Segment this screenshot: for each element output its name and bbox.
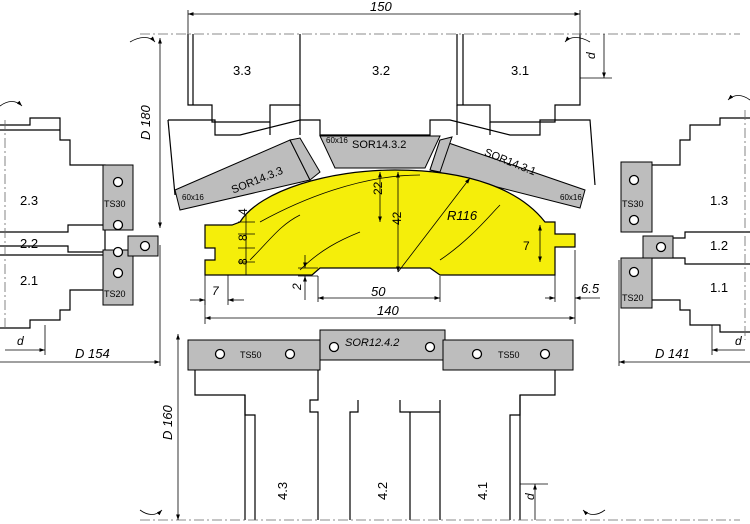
dim-150: 150	[370, 0, 392, 14]
knife-sor-right	[429, 136, 586, 209]
label-sor-center: SOR14.3.2	[352, 139, 406, 151]
label-tool-1-1: 1.1	[710, 280, 728, 295]
dim-2: 2	[290, 283, 304, 291]
dim-D160: D 160	[160, 405, 175, 440]
label-tool-2-2: 2.2	[20, 236, 38, 251]
right-cutter-head	[652, 110, 750, 340]
dim-d-left: d	[17, 334, 24, 348]
dim-7-right: 7	[523, 239, 530, 253]
dim-4: 4	[236, 208, 250, 215]
dim-d-top: d	[584, 52, 598, 59]
label-ts30-right: TS30	[622, 199, 644, 209]
top-cutter-head	[140, 33, 740, 196]
dim-50: 50	[371, 284, 386, 299]
dim-22: 22	[371, 181, 385, 195]
workpiece	[204, 169, 576, 276]
dim-R116: R116	[447, 208, 478, 223]
label-ts20-left: TS20	[104, 289, 126, 299]
label-tool-1-3: 1.3	[710, 193, 728, 208]
label-size-right: 60x16	[560, 193, 582, 202]
label-ts30-left: TS30	[104, 199, 126, 209]
dimension-lines	[0, 10, 750, 520]
label-tool-3-1: 3.1	[511, 63, 529, 78]
tool-labels: 3.3 3.2 3.1 2.3 2.2 2.1 1.3 1.2 1.1 4.3 …	[20, 63, 728, 500]
label-ts50-left: TS50	[240, 350, 262, 360]
label-tool-3-3: 3.3	[233, 63, 251, 78]
label-tool-2-1: 2.1	[20, 273, 38, 288]
dim-6-5: 6.5	[581, 281, 600, 296]
dim-8b: 8	[236, 258, 250, 265]
label-sor-bottom: SOR12.4.2	[345, 337, 399, 349]
dim-D180: D 180	[138, 105, 153, 140]
rotation-arrow-icon	[0, 36, 750, 516]
label-tool-4-1: 4.1	[475, 482, 490, 500]
dim-7-left: 7	[212, 284, 220, 298]
knife-sor-left	[174, 137, 321, 211]
label-tool-4-3: 4.3	[275, 482, 290, 500]
dim-140: 140	[377, 303, 399, 318]
label-tool-1-2: 1.2	[710, 238, 728, 253]
knife-ts-left	[102, 164, 159, 306]
label-size-left: 60x16	[182, 193, 204, 202]
label-tool-2-3: 2.3	[20, 193, 38, 208]
left-cutter-head	[0, 117, 106, 330]
label-ts20-right: TS20	[622, 293, 644, 303]
bottom-cutter-head	[140, 352, 740, 521]
label-ts50-right: TS50	[498, 350, 520, 360]
dim-D141: D 141	[655, 346, 690, 361]
label-tool-3-2: 3.2	[372, 63, 390, 78]
dim-D154: D 154	[75, 346, 110, 361]
dim-d-bottom: d	[523, 493, 537, 500]
label-size-center: 60x16	[326, 136, 348, 145]
dimension-labels: 150 d d d d D 180 D 154 D 141 D 160 4 8 …	[17, 0, 742, 500]
dim-d-right: d	[735, 334, 742, 348]
knife-ts-bottom	[187, 329, 574, 371]
dim-42: 42	[390, 211, 404, 225]
dim-8a: 8	[236, 234, 250, 241]
knife-ts-right	[620, 161, 674, 309]
knife-sor-center	[319, 135, 441, 169]
label-tool-4-2: 4.2	[375, 482, 390, 500]
